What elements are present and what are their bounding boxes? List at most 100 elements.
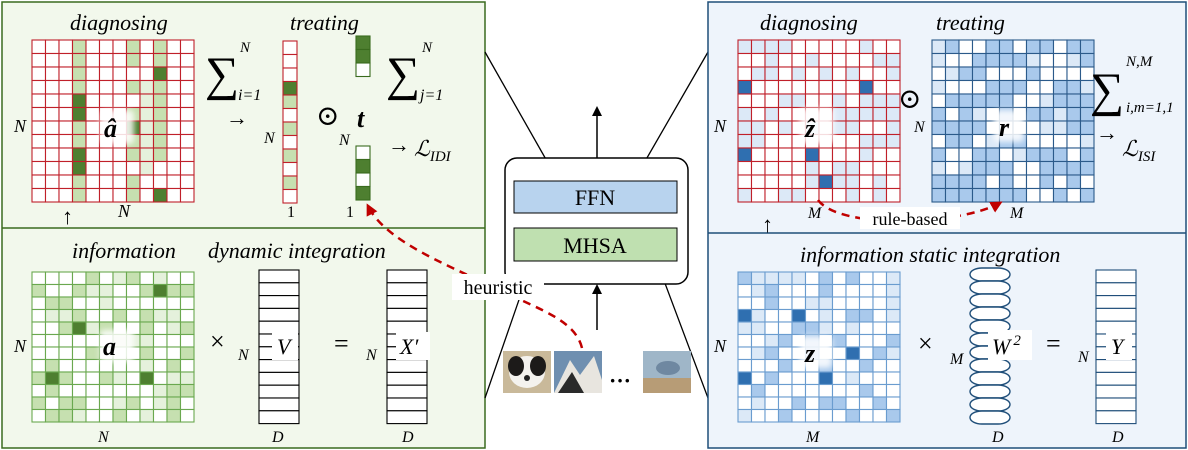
grid-cell bbox=[831, 52, 847, 68]
grid-cell bbox=[58, 106, 74, 122]
grid-cell bbox=[885, 283, 901, 298]
grid-cell bbox=[31, 147, 47, 163]
grid-cell bbox=[58, 371, 74, 386]
grid-cell bbox=[31, 346, 47, 361]
grid-cell bbox=[179, 79, 195, 95]
grid-cell bbox=[58, 321, 74, 336]
grid-cell bbox=[71, 147, 87, 163]
grid-cell bbox=[764, 346, 780, 361]
grid-cell bbox=[858, 79, 874, 95]
grid-cell bbox=[764, 66, 780, 82]
grid-cell bbox=[804, 283, 820, 298]
grid-cell bbox=[764, 39, 780, 55]
diagnosing-matrix-z bbox=[737, 39, 901, 203]
grid-cell bbox=[98, 371, 114, 386]
grid-cell bbox=[791, 147, 807, 163]
grid-cell bbox=[931, 66, 947, 82]
grid-cell bbox=[750, 187, 766, 203]
grid-cell bbox=[777, 147, 793, 163]
grid-cell bbox=[944, 39, 960, 55]
grid-cell bbox=[386, 295, 428, 309]
grid-cell bbox=[139, 333, 155, 348]
grid-cell bbox=[71, 120, 87, 136]
grid-cell bbox=[1025, 106, 1041, 122]
grid-cell bbox=[152, 296, 168, 311]
grid-cell bbox=[931, 160, 947, 176]
grid-cell bbox=[282, 107, 298, 123]
grid-cell bbox=[152, 283, 168, 298]
grid-cell bbox=[872, 147, 888, 163]
grid-cell bbox=[872, 79, 888, 95]
grid-cell bbox=[791, 187, 807, 203]
grid-cell bbox=[872, 160, 888, 176]
grid-cell bbox=[125, 296, 141, 311]
grid-cell bbox=[355, 158, 371, 174]
grid-cell bbox=[125, 52, 141, 68]
grid-cell bbox=[750, 296, 766, 311]
grid-cell bbox=[85, 52, 101, 68]
grid-cell bbox=[139, 371, 155, 386]
grid-cell bbox=[971, 133, 987, 149]
grid-cell bbox=[885, 52, 901, 68]
grid-cell bbox=[258, 269, 300, 284]
grid-cell bbox=[1039, 120, 1055, 136]
grid-cell bbox=[818, 52, 834, 68]
grid-cell bbox=[858, 187, 874, 203]
grid-cell bbox=[125, 93, 141, 109]
grid-cell bbox=[872, 371, 888, 386]
grid-cell bbox=[139, 174, 155, 190]
grid-cell bbox=[179, 296, 195, 311]
grid-cell bbox=[282, 40, 298, 56]
grid-cell bbox=[152, 346, 168, 361]
sum-nm-symbol: ∑ bbox=[1090, 64, 1124, 117]
label-halo bbox=[100, 110, 134, 144]
grid-cell bbox=[125, 408, 141, 423]
grid-cell bbox=[282, 53, 298, 69]
grid-cell bbox=[872, 346, 888, 361]
grid-cell bbox=[858, 408, 874, 423]
grid-cell bbox=[1066, 52, 1082, 68]
grid-cell bbox=[179, 396, 195, 411]
grid-cell bbox=[71, 308, 87, 323]
grid-cell bbox=[166, 321, 182, 336]
connector-line bbox=[484, 51, 553, 171]
grid-cell bbox=[1095, 397, 1137, 412]
grid-cell bbox=[818, 271, 834, 286]
grid-cell bbox=[1052, 120, 1068, 136]
grid-cell bbox=[179, 106, 195, 122]
grid-cell bbox=[386, 269, 428, 284]
grid-cell bbox=[71, 133, 87, 149]
image-patch-fur bbox=[554, 351, 602, 393]
equals-right: = bbox=[1046, 329, 1061, 358]
grid-cell bbox=[764, 133, 780, 149]
grid-cell bbox=[777, 408, 793, 423]
grid-cell bbox=[845, 52, 861, 68]
grid-cell bbox=[804, 147, 820, 163]
grid-cell bbox=[152, 333, 168, 348]
grid-cell bbox=[31, 52, 47, 68]
grid-cell bbox=[179, 308, 195, 323]
grid-cell bbox=[764, 358, 780, 373]
diagnosing-vector bbox=[282, 40, 298, 204]
grid-cell bbox=[166, 333, 182, 348]
grid-cell bbox=[44, 160, 60, 176]
grid-cell bbox=[166, 346, 182, 361]
grid-cell bbox=[355, 62, 371, 78]
grid-cell bbox=[179, 371, 195, 386]
image-patch-dog bbox=[503, 351, 551, 393]
grid-cell bbox=[1079, 39, 1095, 55]
grid-cell bbox=[791, 396, 807, 411]
grid-cell bbox=[831, 358, 847, 373]
grid-cell bbox=[985, 187, 1001, 203]
grid-cell bbox=[791, 39, 807, 55]
grid-cell bbox=[139, 79, 155, 95]
grid-cell bbox=[31, 371, 47, 386]
grid-cell bbox=[386, 397, 428, 412]
grid-cell bbox=[112, 371, 128, 386]
grid-cell bbox=[282, 161, 298, 177]
grid-cell bbox=[166, 160, 182, 176]
grid-cell bbox=[845, 133, 861, 149]
grid-cell bbox=[971, 66, 987, 82]
grid-cell bbox=[818, 408, 834, 423]
grid-cell bbox=[85, 296, 101, 311]
